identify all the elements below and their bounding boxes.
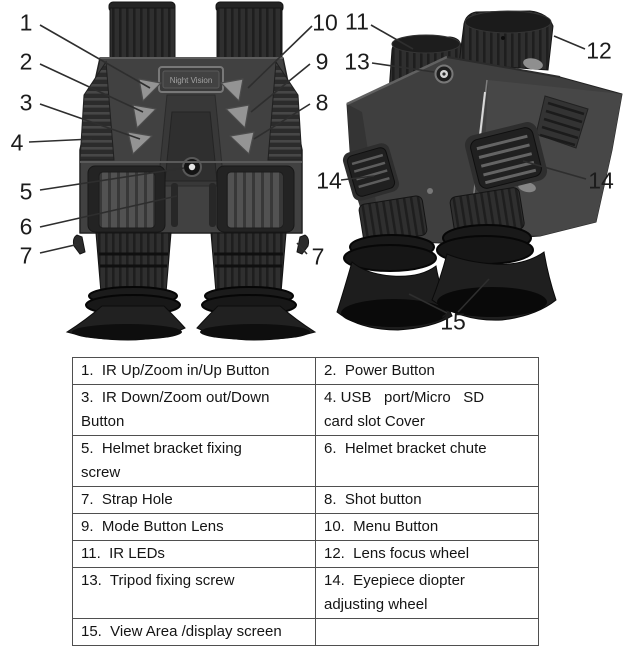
diopter-wheel-left: [342, 143, 400, 201]
callout-14-right: 14: [588, 167, 614, 194]
night-vision-plate: Night Vision: [158, 66, 224, 93]
part-cell-empty: [315, 618, 539, 646]
table-row: 11. IR LEDs 12. Lens focus wheel: [72, 540, 539, 568]
diagram-graphic: Night Vision: [28, 1, 623, 341]
callout-1: 1: [19, 9, 33, 36]
side-grip-ribs: [535, 95, 589, 149]
callout-13: 13: [344, 48, 370, 75]
diopter-wheel-right: [464, 122, 548, 194]
control-buttons: [127, 78, 255, 155]
part-cell-9: 9. Mode Button Lens: [72, 513, 316, 541]
callout-2: 2: [19, 48, 33, 75]
table-row: 3. IR Down/Zoom out/Down Button 4. USB p…: [72, 384, 539, 436]
table-row: 13. Tripod fixing screw 14. Eyepiece dio…: [72, 567, 539, 619]
part-cell-10: 10. Menu Button: [315, 513, 539, 541]
callout-7-right: 7: [311, 243, 325, 270]
part-cell-11: 11. IR LEDs: [72, 540, 316, 568]
part-cell-3: 3. IR Down/Zoom out/Down Button: [72, 384, 316, 436]
part-cell-6: 6. Helmet bracket chute: [315, 435, 539, 487]
helmet-bracket-chutes: [80, 161, 302, 233]
eyepieces-rear: [65, 232, 317, 341]
callout-4: 4: [10, 129, 24, 156]
tripod-screw: [434, 64, 454, 84]
part-cell-12: 12. Lens focus wheel: [315, 540, 539, 568]
night-vision-label: Night Vision: [170, 76, 213, 85]
eyepieces-front: [336, 187, 557, 331]
binoculars-rear-view: Night Vision: [65, 1, 317, 341]
objective-barrels-rear: [108, 1, 284, 61]
grip-ribs-left: [79, 60, 115, 161]
callout-11: 11: [345, 8, 369, 35]
shot-button: [229, 131, 255, 155]
strap-holes: [72, 234, 310, 255]
grip-ribs-right: [267, 60, 303, 161]
callout-7-left: 7: [19, 242, 33, 269]
binoculars-front-view: [336, 10, 623, 331]
callout-12: 12: [586, 37, 612, 64]
binoculars-diagram: Night Vision: [10, 1, 623, 341]
parts-table: 1. IR Up/Zoom in/Up Button 2. Power Butt…: [72, 357, 539, 646]
part-cell-15: 15. View Area /display screen: [72, 618, 316, 646]
callout-10: 10: [312, 9, 338, 36]
helmet-bracket-screw: [182, 157, 202, 177]
part-cell-14: 14. Eyepiece diopter adjusting wheel: [315, 567, 539, 619]
table-row: 15. View Area /display screen: [72, 618, 539, 646]
callout-15: 15: [440, 308, 466, 335]
callout-6: 6: [19, 213, 33, 240]
table-row: 5. Helmet bracket fixing screw 6. Helmet…: [72, 435, 539, 487]
part-cell-2: 2. Power Button: [315, 357, 539, 385]
table-row: 9. Mode Button Lens 10. Menu Button: [72, 513, 539, 541]
part-cell-5: 5. Helmet bracket fixing screw: [72, 435, 316, 487]
part-cell-13: 13. Tripod fixing screw: [72, 567, 316, 619]
leader-lines: [28, 24, 587, 314]
part-cell-1: 1. IR Up/Zoom in/Up Button: [72, 357, 316, 385]
menu-button: [220, 78, 244, 102]
part-cell-7: 7. Strap Hole: [72, 486, 316, 514]
part-cell-8: 8. Shot button: [315, 486, 539, 514]
table-row: 1. IR Up/Zoom in/Up Button 2. Power Butt…: [72, 357, 539, 385]
table-row: 7. Strap Hole 8. Shot button: [72, 486, 539, 514]
callout-3: 3: [19, 89, 33, 116]
callout-9: 9: [315, 48, 329, 75]
callout-8: 8: [315, 89, 329, 116]
mode-button: [225, 104, 250, 129]
callout-5: 5: [19, 178, 33, 205]
part-cell-4: 4. USB port/Micro SD card slot Cover: [315, 384, 539, 436]
callout-14-left: 14: [316, 167, 342, 194]
